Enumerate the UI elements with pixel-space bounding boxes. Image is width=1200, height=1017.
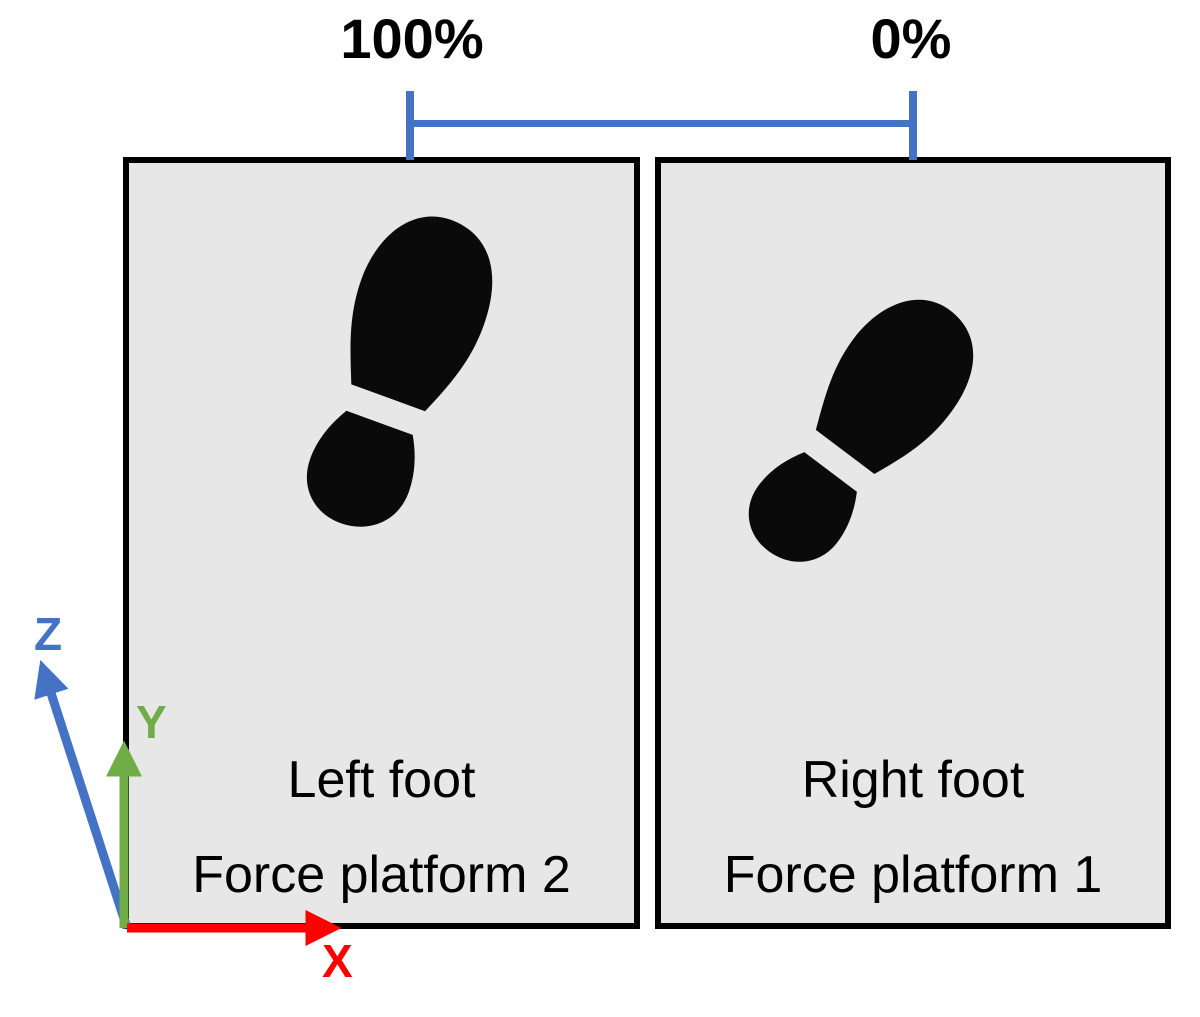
axis-y-label: Y xyxy=(136,696,167,748)
scale-bracket-right-tick xyxy=(909,91,917,160)
weight-percent-right: 0% xyxy=(870,7,952,70)
force-platform-1: Right foot Force platform 1 xyxy=(655,157,1171,929)
scale-bracket-left-tick xyxy=(406,91,414,160)
axis-z-label: Z xyxy=(34,608,63,660)
axis-x-label: X xyxy=(322,935,353,987)
left-shoe-print-icon xyxy=(306,216,493,527)
left-shoe-sole xyxy=(350,216,493,412)
foot-label-right: Right foot xyxy=(801,751,1025,809)
right-shoe-sole xyxy=(815,299,974,475)
right-shoe-heel xyxy=(748,452,857,562)
left-shoe-heel xyxy=(306,410,415,527)
force-platform-2: Left foot Force platform 2 xyxy=(123,157,640,929)
right-shoe-print-icon xyxy=(748,299,974,562)
axis-z-arrow xyxy=(34,660,132,930)
foot-label-left: Left foot xyxy=(287,751,476,809)
weight-percent-left: 100% xyxy=(340,7,484,70)
scale-bracket-bar xyxy=(406,120,917,127)
platform-label-2: Force platform 2 xyxy=(192,846,571,904)
platform-label-1: Force platform 1 xyxy=(723,846,1103,904)
